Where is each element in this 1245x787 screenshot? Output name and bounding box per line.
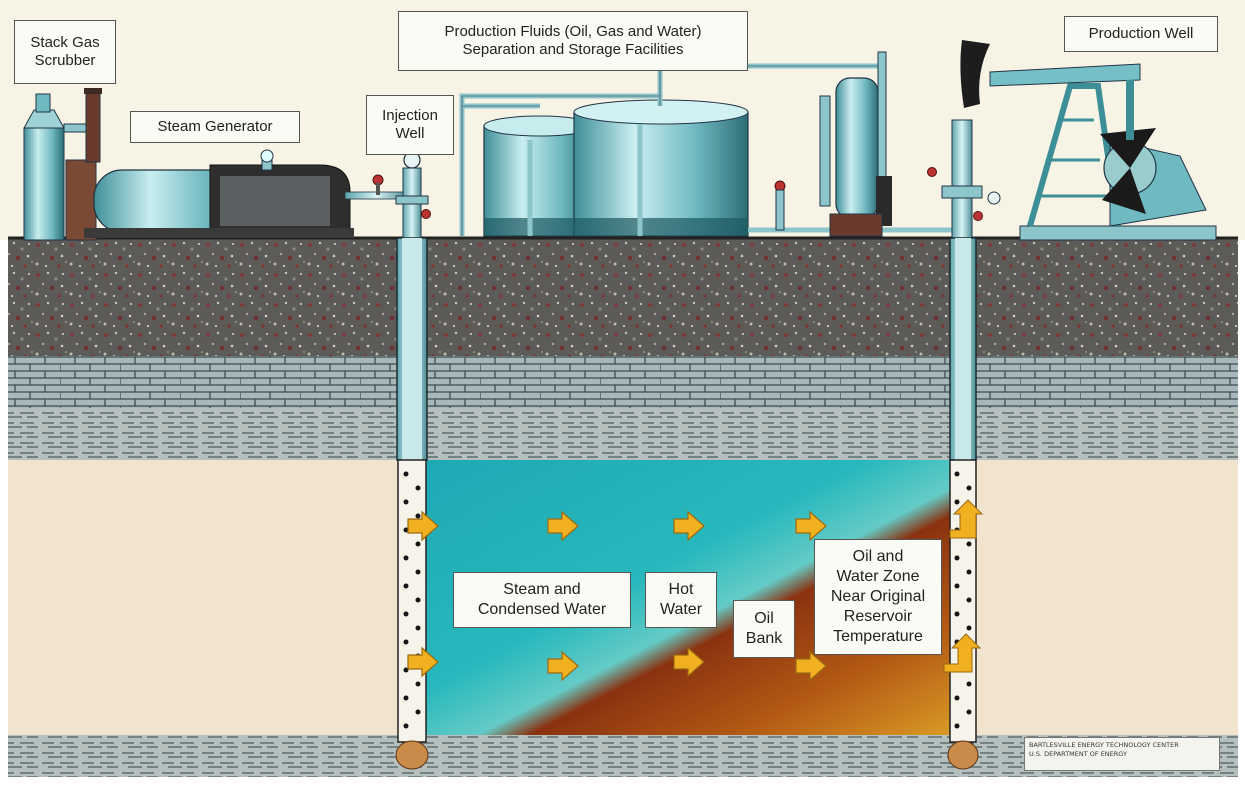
label-injection-well: Injection Well <box>366 95 454 155</box>
gravel-layer <box>8 238 1238 356</box>
credit-line-1: BARTLESVILLE ENERGY TECHNOLOGY CENTER <box>1029 741 1179 749</box>
label-oil-bank: Oil Bank <box>733 600 795 658</box>
production-wellhead <box>927 119 1001 239</box>
label-production-well: Production Well <box>1064 16 1218 52</box>
credit-line-2: U.S. DEPARTMENT OF ENERGY <box>1029 750 1127 758</box>
pump-jack <box>960 40 1217 241</box>
flow-arrow-up <box>943 633 982 673</box>
label-stack-gas-scrubber: Stack Gas Scrubber <box>14 20 116 84</box>
shale-layer-upper <box>8 408 1238 460</box>
stack-gas-scrubber <box>23 88 102 241</box>
injection-wellhead <box>395 151 431 239</box>
label-production-fluids: Production Fluids (Oil, Gas and Water) S… <box>398 11 748 71</box>
steam-generator <box>84 149 354 238</box>
flow-arrow-up <box>949 499 984 539</box>
label-oil-water-zone: Oil and Water Zone Near Original Reservo… <box>814 539 942 655</box>
label-steam-zone: Steam and Condensed Water <box>453 572 631 628</box>
storage-tanks <box>483 99 749 237</box>
label-hot-water: Hot Water <box>645 572 717 628</box>
credit-box: BARTLESVILLE ENERGY TECHNOLOGY CENTER U.… <box>1024 737 1220 771</box>
production-well-bore <box>947 237 979 770</box>
limestone-layer <box>8 356 1238 408</box>
separator-vessel <box>774 51 892 237</box>
injection-well-bore <box>395 237 429 770</box>
flow-arrows <box>407 499 984 681</box>
label-steam-generator: Steam Generator <box>130 111 300 143</box>
